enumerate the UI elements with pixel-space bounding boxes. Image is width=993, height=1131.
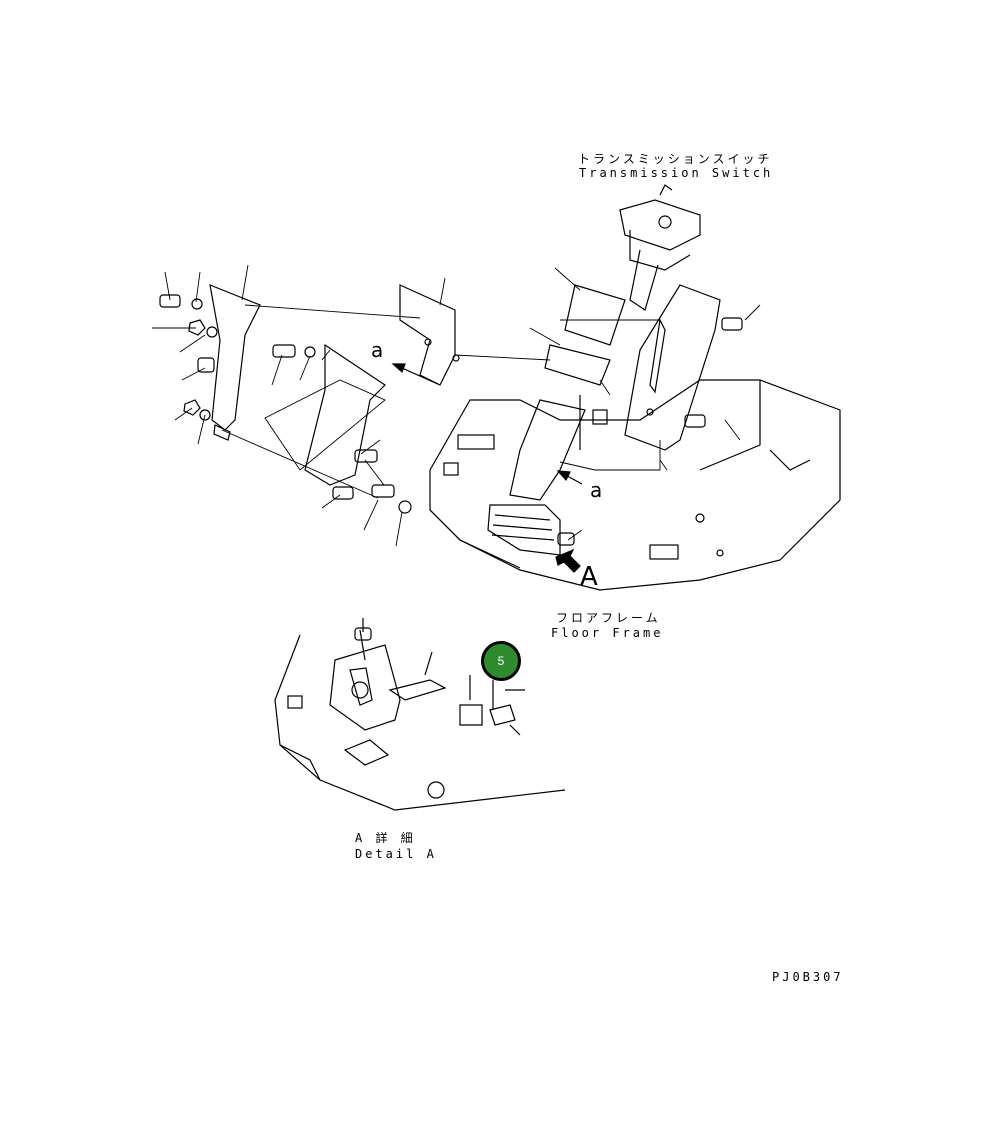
drawing-code: PJ0B307 bbox=[772, 970, 844, 984]
detail-a-label-jp: A 詳 細 bbox=[355, 831, 416, 845]
ref-a-upper: a bbox=[371, 338, 384, 362]
detail-a-label-en: Detail A bbox=[355, 847, 437, 861]
upper-bracket bbox=[399, 284, 460, 386]
part-callout-5[interactable]: 5 bbox=[481, 641, 521, 681]
floor-frame-label-en: Floor Frame bbox=[551, 626, 664, 640]
view-a-label: A bbox=[580, 562, 598, 592]
detail-a-drawing bbox=[274, 618, 566, 811]
fasteners bbox=[159, 294, 743, 546]
view-arrow-a bbox=[391, 363, 583, 573]
side-panel-right bbox=[624, 284, 721, 451]
ref-a-lower: a bbox=[590, 478, 603, 502]
side-panel-left bbox=[209, 284, 386, 486]
transmission-switch-label-en: Transmission Switch bbox=[579, 166, 774, 180]
floor-frame bbox=[429, 379, 841, 591]
leader-lines bbox=[152, 264, 761, 547]
center-column bbox=[487, 284, 626, 556]
transmission-switch bbox=[619, 184, 701, 311]
floor-frame-label-jp: フロアフレーム bbox=[556, 611, 661, 625]
transmission-switch-label-jp: トランスミッションスイッチ bbox=[578, 152, 773, 166]
